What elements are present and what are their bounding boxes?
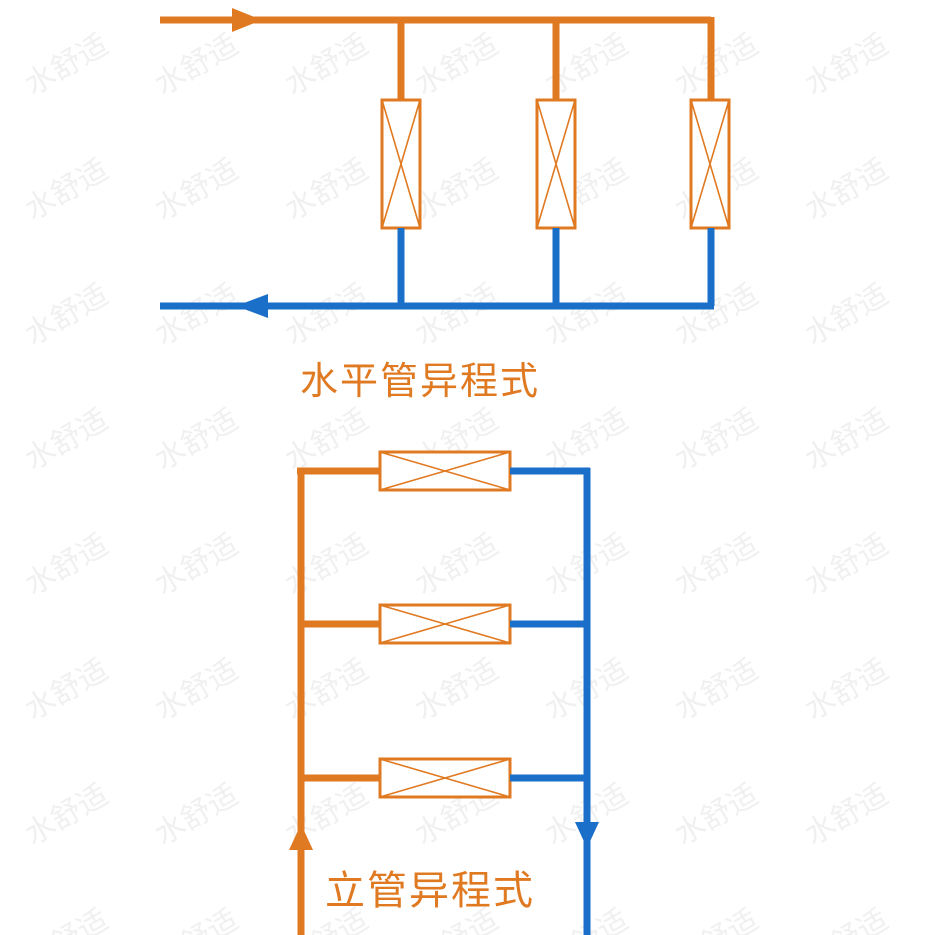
vertical-terminal-unit-3 bbox=[378, 757, 512, 799]
vertical-terminal-unit-2 bbox=[378, 603, 512, 645]
horizontal-terminal-unit-3 bbox=[689, 98, 731, 230]
vertical-system bbox=[289, 450, 599, 935]
horizontal-system-caption: 水平管异程式 bbox=[300, 359, 541, 403]
horizontal-system bbox=[160, 8, 731, 318]
supply-flow-arrow-icon bbox=[232, 8, 262, 32]
vertical-system-caption: 立管异程式 bbox=[325, 868, 535, 914]
riser-up-arrow-icon bbox=[289, 824, 313, 850]
vertical-terminal-unit-1 bbox=[378, 450, 512, 492]
horizontal-terminal-unit-2 bbox=[535, 98, 577, 230]
riser-down-arrow-icon bbox=[575, 822, 599, 848]
horizontal-terminal-unit-1 bbox=[380, 98, 422, 230]
return-flow-arrow-icon bbox=[236, 294, 268, 318]
